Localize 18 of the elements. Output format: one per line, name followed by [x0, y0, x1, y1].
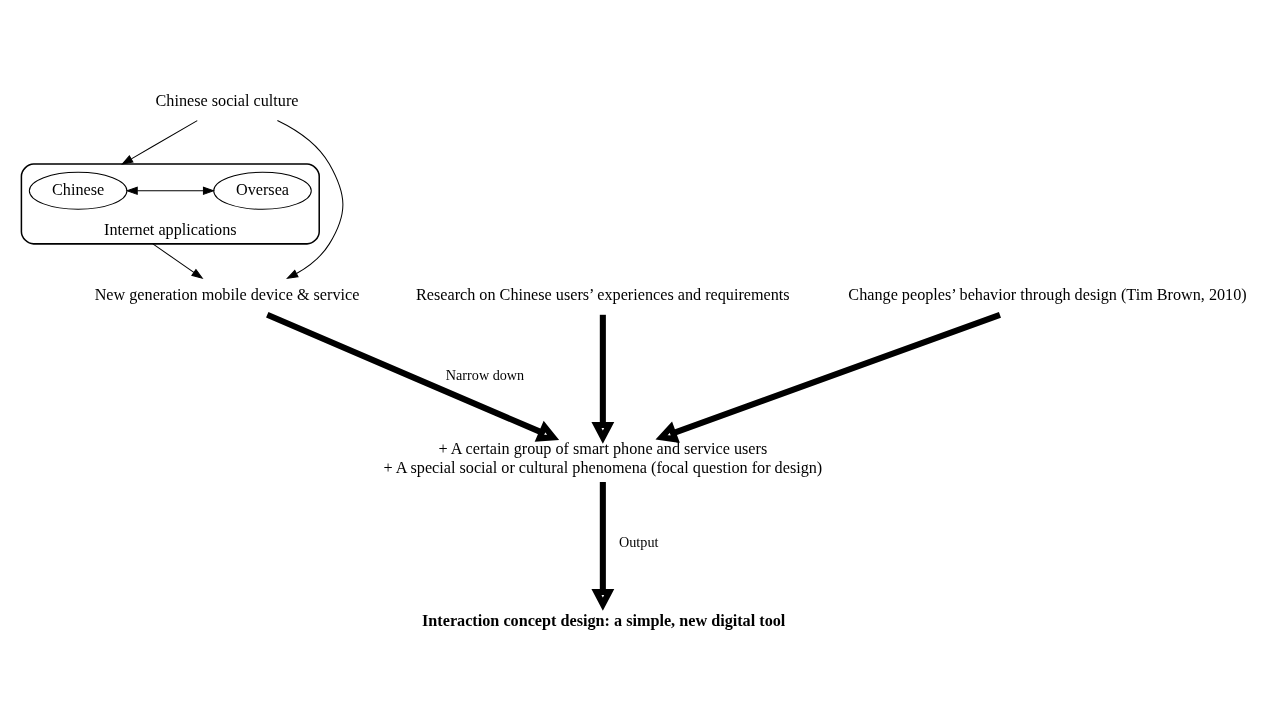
node-text: Change peoples’ behavior through design (Tim Brown, 2010)	[847, 285, 1247, 304]
arrow	[125, 186, 215, 195]
arrow	[151, 242, 203, 279]
node-ellipse: Oversea	[212, 171, 312, 210]
arrow	[590, 481, 614, 611]
arrow	[265, 311, 559, 442]
node-text: Interaction concept design: a simple, new digital tool	[421, 611, 785, 630]
node-ellipse: Chinese	[28, 171, 127, 210]
edge-label: Narrow down	[445, 366, 524, 383]
node-text: New generation mobile device & service	[94, 285, 359, 304]
arrow	[655, 311, 1001, 443]
arrow	[120, 119, 198, 165]
arrow	[590, 314, 614, 444]
node-text: + A certain group of smart phone and service users + A special social or cultural phenomena (focal question for design)	[382, 439, 822, 477]
edge-label: Output	[618, 533, 658, 550]
node-text: Research on Chinese users’ experiences and requirements	[415, 285, 790, 304]
node-text: Chinese social culture	[155, 91, 299, 110]
arrow	[276, 119, 343, 279]
